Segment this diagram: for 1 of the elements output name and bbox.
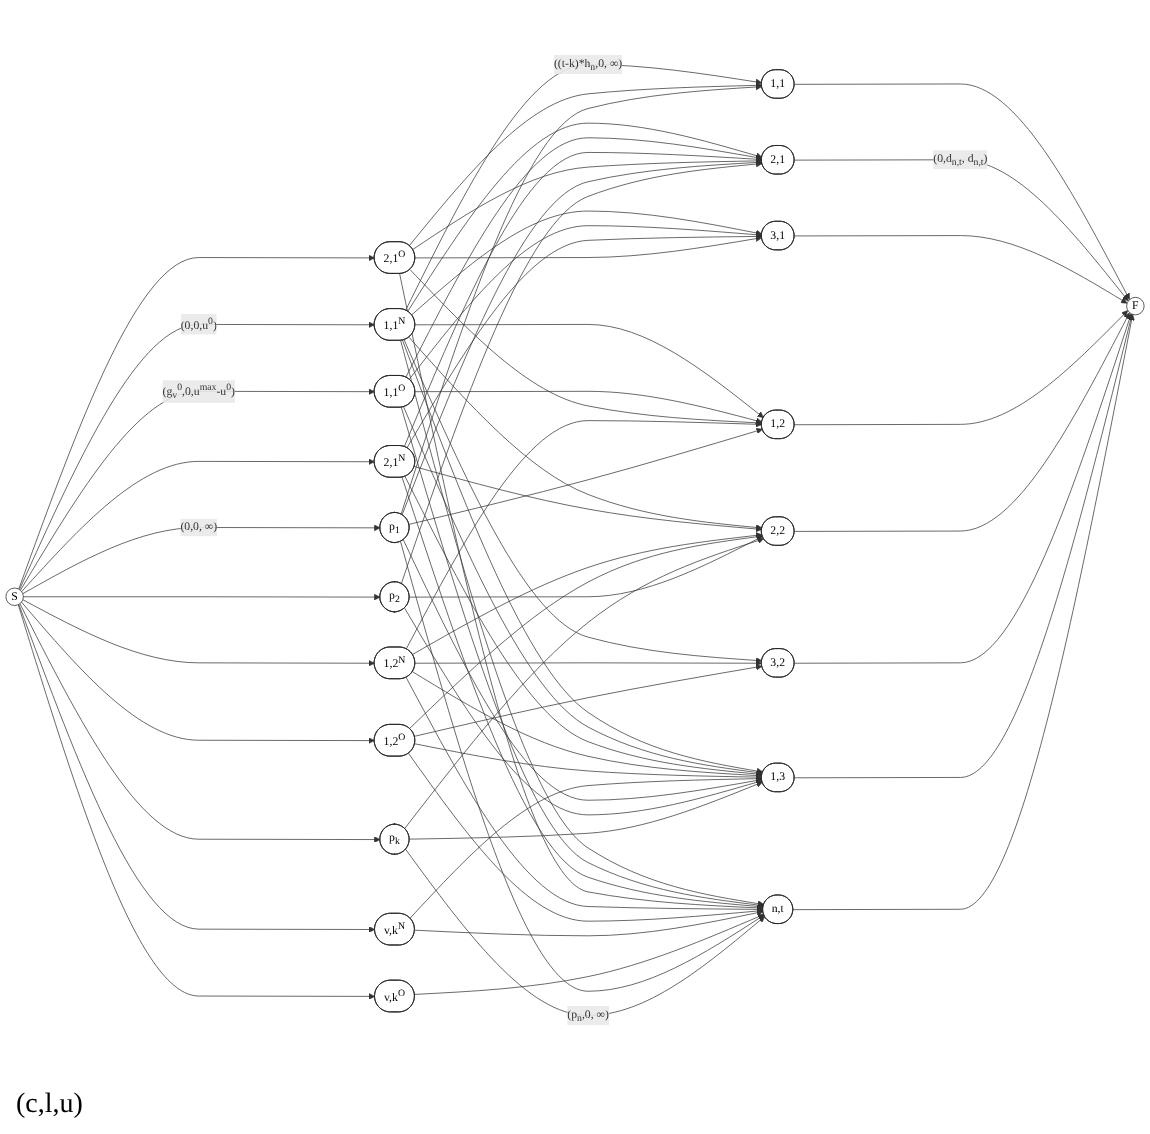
legend-note: (c,l,u) xyxy=(16,1090,83,1120)
